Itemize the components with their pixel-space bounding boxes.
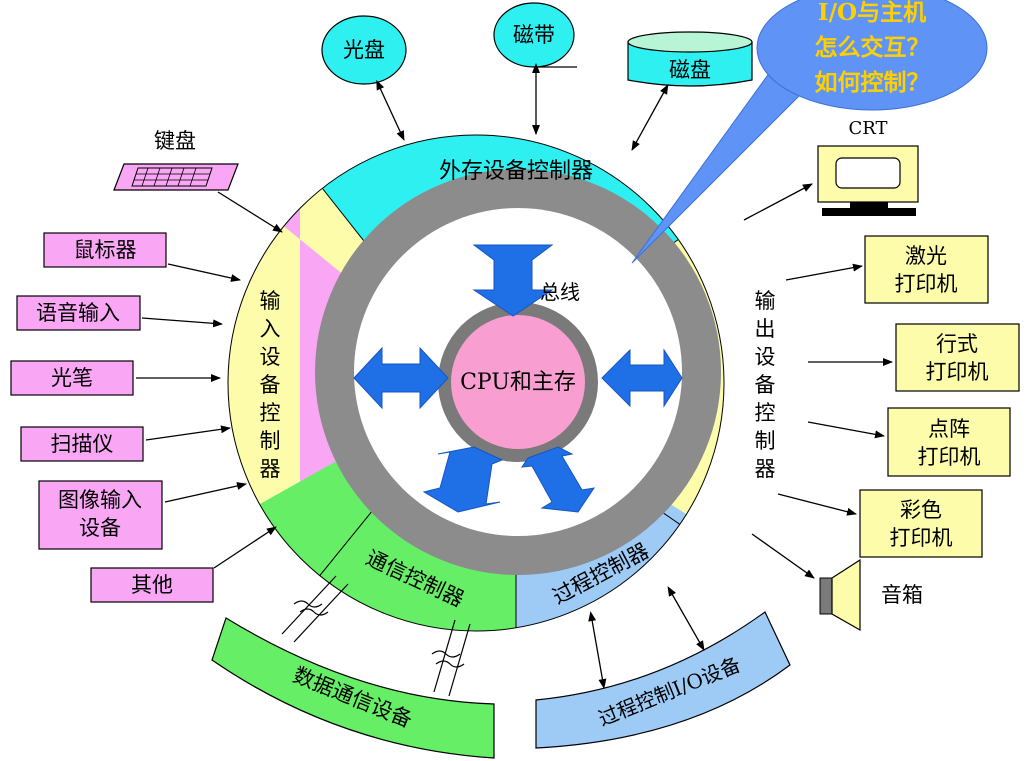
- svg-text:控: 控: [755, 401, 776, 425]
- svg-text:输: 输: [260, 289, 281, 313]
- callout-line-3: 如何控制？: [815, 69, 930, 96]
- speaker-label: 音箱: [881, 583, 923, 607]
- svg-text:设: 设: [755, 345, 776, 369]
- crt-label: CRT: [848, 118, 887, 139]
- svg-text:控: 控: [260, 401, 281, 425]
- bus-arrows: [353, 244, 683, 513]
- bus-arrow-left: [353, 346, 449, 410]
- disk-label: 磁盘: [669, 58, 711, 82]
- color-printer-box: [859, 489, 983, 558]
- svg-text:器: 器: [260, 457, 281, 481]
- light-pen-box: [10, 360, 134, 396]
- image-input-label-1: 图像输入: [58, 488, 142, 512]
- svg-text:制: 制: [755, 429, 776, 453]
- line-printer-label-2: 打印机: [926, 360, 989, 384]
- bus-arrow-bottom-left: [422, 446, 504, 513]
- data-comm-device-shape: [211, 617, 495, 759]
- other-box: [90, 567, 214, 603]
- voice-input-box: [16, 295, 141, 331]
- dot-matrix-printer-box: [887, 407, 1011, 477]
- image-input-box: [38, 480, 163, 550]
- svg-text:设: 设: [260, 345, 281, 369]
- svg-text:备: 备: [755, 373, 776, 397]
- mouse-box: [43, 232, 167, 268]
- bus-arrow-right: [601, 348, 683, 408]
- mouse-label: 鼠标器: [74, 238, 137, 262]
- voice-input-label: 语音输入: [36, 301, 120, 325]
- svg-text:出: 出: [755, 317, 776, 341]
- color-printer-label-2: 打印机: [890, 526, 953, 550]
- crt-monitor-icon: [817, 145, 919, 216]
- speaker-icon: [819, 558, 861, 632]
- line-printer-label-1: 行式: [936, 332, 978, 356]
- svg-text:制: 制: [260, 429, 281, 453]
- tape-label: 磁带: [513, 23, 555, 47]
- light-pen-label: 光笔: [51, 366, 93, 390]
- optical-disc-label: 光盘: [343, 38, 385, 62]
- laser-printer-label-2: 打印机: [895, 272, 958, 296]
- keyboard-label: 键盘: [154, 129, 196, 153]
- color-printer-label-1: 彩色: [900, 498, 942, 522]
- svg-text:器: 器: [755, 457, 776, 481]
- bus-arrow-bottom-right: [520, 446, 596, 513]
- line-printer-box: [895, 323, 1020, 392]
- dot-matrix-printer-label-1: 点阵: [928, 417, 970, 441]
- storage-controller-label: 外存设备控制器: [439, 159, 593, 184]
- image-input-label-2: 设备: [79, 516, 121, 540]
- output-controller-label: 输 出 设 备 控 制 器: [755, 289, 776, 481]
- cpu-memory-label: CPU和主存: [460, 370, 576, 395]
- callout-bubble: [631, 0, 988, 264]
- callout-line-1: I/O与主机: [818, 0, 926, 26]
- svg-text:入: 入: [260, 317, 281, 341]
- dot-matrix-printer-label-2: 打印机: [918, 445, 981, 469]
- disk-shape: [627, 31, 753, 87]
- laser-printer-label-1: 激光: [905, 244, 947, 268]
- keyboard-icon: [113, 163, 239, 191]
- optical-disc-shape: [321, 15, 407, 85]
- cpu-memory-circle: [451, 315, 585, 449]
- comm-lines: [281, 575, 471, 697]
- process-io-device-shape: [535, 611, 791, 749]
- scanner-label: 扫描仪: [51, 432, 114, 456]
- svg-text:备: 备: [260, 373, 281, 397]
- bus-arrow-top: [472, 244, 554, 317]
- laser-printer-box: [864, 235, 989, 304]
- other-label: 其他: [131, 573, 173, 597]
- bus-label: 总线: [540, 280, 580, 304]
- input-controller-label: 输 入 设 备 控 制 器: [260, 289, 281, 481]
- scanner-box: [20, 426, 144, 462]
- callout-line-2: 怎么交互？: [815, 34, 930, 61]
- svg-text:输: 输: [755, 289, 776, 313]
